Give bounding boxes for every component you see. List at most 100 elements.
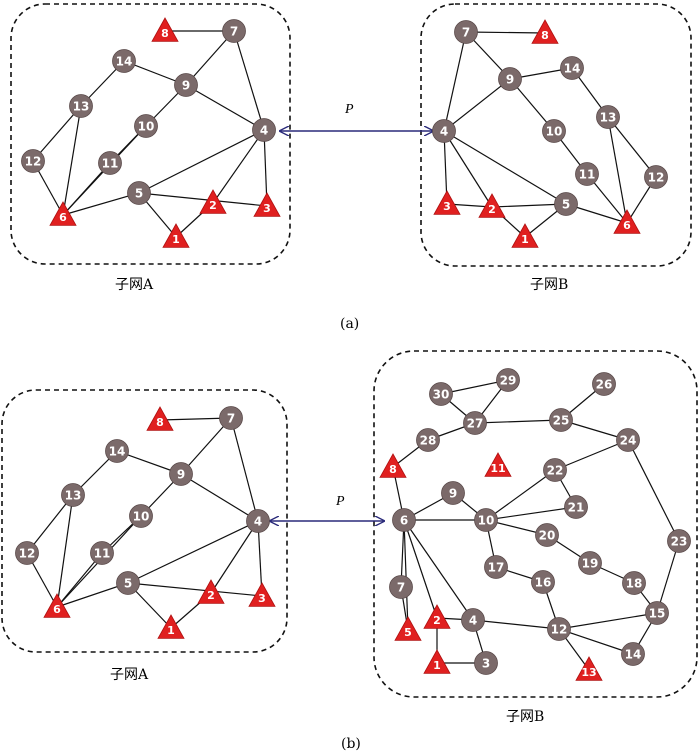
node-label: 24 <box>620 433 637 447</box>
node-label: 2 <box>488 203 496 216</box>
node-label: 1 <box>167 624 175 637</box>
node-label: 7 <box>462 25 470 39</box>
edge-13-12 <box>32 105 82 162</box>
circle-node-7: 7 <box>219 406 243 430</box>
circle-node-shape <box>174 73 198 97</box>
circle-node-shape <box>463 411 487 435</box>
circle-node-7: 7 <box>454 20 478 44</box>
circle-node-shape <box>246 509 270 533</box>
triangle-node-shape <box>484 452 512 477</box>
circle-node-shape <box>127 181 151 205</box>
triangle-node-shape <box>423 649 451 674</box>
node-label: 6 <box>53 603 61 616</box>
node-label: 8 <box>156 416 164 429</box>
node-label: 11 <box>94 546 111 560</box>
circle-node-shape <box>496 368 520 392</box>
circle-node-3: 3 <box>474 651 498 675</box>
edge-13-6 <box>62 105 82 216</box>
circle-node-5: 5 <box>554 192 578 216</box>
circle-node-shape <box>219 406 243 430</box>
circle-node-shape <box>543 458 567 482</box>
node-label: 14 <box>625 647 642 661</box>
circle-node-7: 7 <box>222 19 246 43</box>
circle-node-12: 12 <box>15 541 39 565</box>
circle-node-12: 12 <box>644 165 668 189</box>
link-label: P <box>344 102 354 117</box>
triangle-node-shape <box>433 190 461 215</box>
edge-9-4 <box>180 473 259 522</box>
circle-node-9: 9 <box>498 67 522 91</box>
node-label: 12 <box>648 170 665 184</box>
circle-node-5: 5 <box>127 181 151 205</box>
node-label: 29 <box>500 373 517 387</box>
circle-node-19: 19 <box>578 551 602 575</box>
node-label: 12 <box>551 622 568 636</box>
node-label: 14 <box>564 61 581 75</box>
circle-node-shape <box>549 408 573 432</box>
node-label: 16 <box>535 575 552 589</box>
triangle-node-8: 8 <box>531 19 559 44</box>
circle-node-10: 10 <box>134 114 158 138</box>
node-label: 1 <box>433 659 441 672</box>
node-label: 4 <box>469 613 477 627</box>
node-label: 4 <box>254 514 262 528</box>
triangle-node-shape <box>151 17 179 42</box>
circle-node-25: 25 <box>549 408 573 432</box>
node-label: 13 <box>581 666 596 679</box>
circle-node-shape <box>645 601 669 625</box>
edge-2-5 <box>491 203 567 208</box>
circle-node-shape <box>129 504 153 528</box>
node-label: 9 <box>177 467 185 481</box>
subnet-b-boundary <box>420 3 692 267</box>
circle-node-shape <box>564 495 588 519</box>
circle-node-13: 13 <box>69 94 93 118</box>
circle-node-shape <box>498 67 522 91</box>
circle-node-shape <box>621 642 645 666</box>
circle-node-shape <box>474 508 498 532</box>
triangle-node-8: 8 <box>379 453 407 478</box>
circle-node-shape <box>622 571 646 595</box>
circle-node-shape <box>441 481 465 505</box>
node-label: 3 <box>258 592 266 605</box>
edge-7-9 <box>180 417 232 475</box>
circle-node-24: 24 <box>616 428 640 452</box>
edge-6-5 <box>62 192 140 216</box>
node-label: 6 <box>59 211 67 224</box>
circle-node-20: 20 <box>535 523 559 547</box>
node-label: 22 <box>547 463 564 477</box>
circle-node-shape <box>644 165 668 189</box>
node-label: 8 <box>161 27 169 40</box>
node-label: 14 <box>116 54 133 68</box>
node-label: 30 <box>433 387 450 401</box>
triangle-node-3: 3 <box>433 190 461 215</box>
node-label: 5 <box>562 197 570 211</box>
triangle-node-shape <box>531 19 559 44</box>
circle-node-shape <box>15 541 39 565</box>
subnet-a-label: 子网A <box>110 667 149 683</box>
circle-node-12: 12 <box>21 149 45 173</box>
edge-13-12 <box>607 116 657 178</box>
edge-23-15 <box>656 540 680 614</box>
node-label: 12 <box>25 154 42 168</box>
edge-4-12 <box>472 619 560 630</box>
circle-node-4: 4 <box>461 608 485 632</box>
edge-6-5 <box>56 582 129 608</box>
triangle-node-8: 8 <box>151 17 179 42</box>
subnet-b-label: 子网B <box>506 709 544 725</box>
circle-node-9: 9 <box>169 462 193 486</box>
node-label: 11 <box>490 462 505 475</box>
node-label: 2 <box>207 589 215 602</box>
edge-4-5 <box>443 130 567 205</box>
circle-node-4: 4 <box>432 119 456 143</box>
link-label: P <box>335 494 345 509</box>
node-label: 2 <box>209 199 217 212</box>
triangle-node-5: 5 <box>394 616 422 641</box>
circle-node-5: 5 <box>116 571 140 595</box>
triangle-node-11: 11 <box>484 452 512 477</box>
node-label: 5 <box>124 576 132 590</box>
edge-4-2 <box>443 130 493 208</box>
node-label: 8 <box>541 29 549 42</box>
